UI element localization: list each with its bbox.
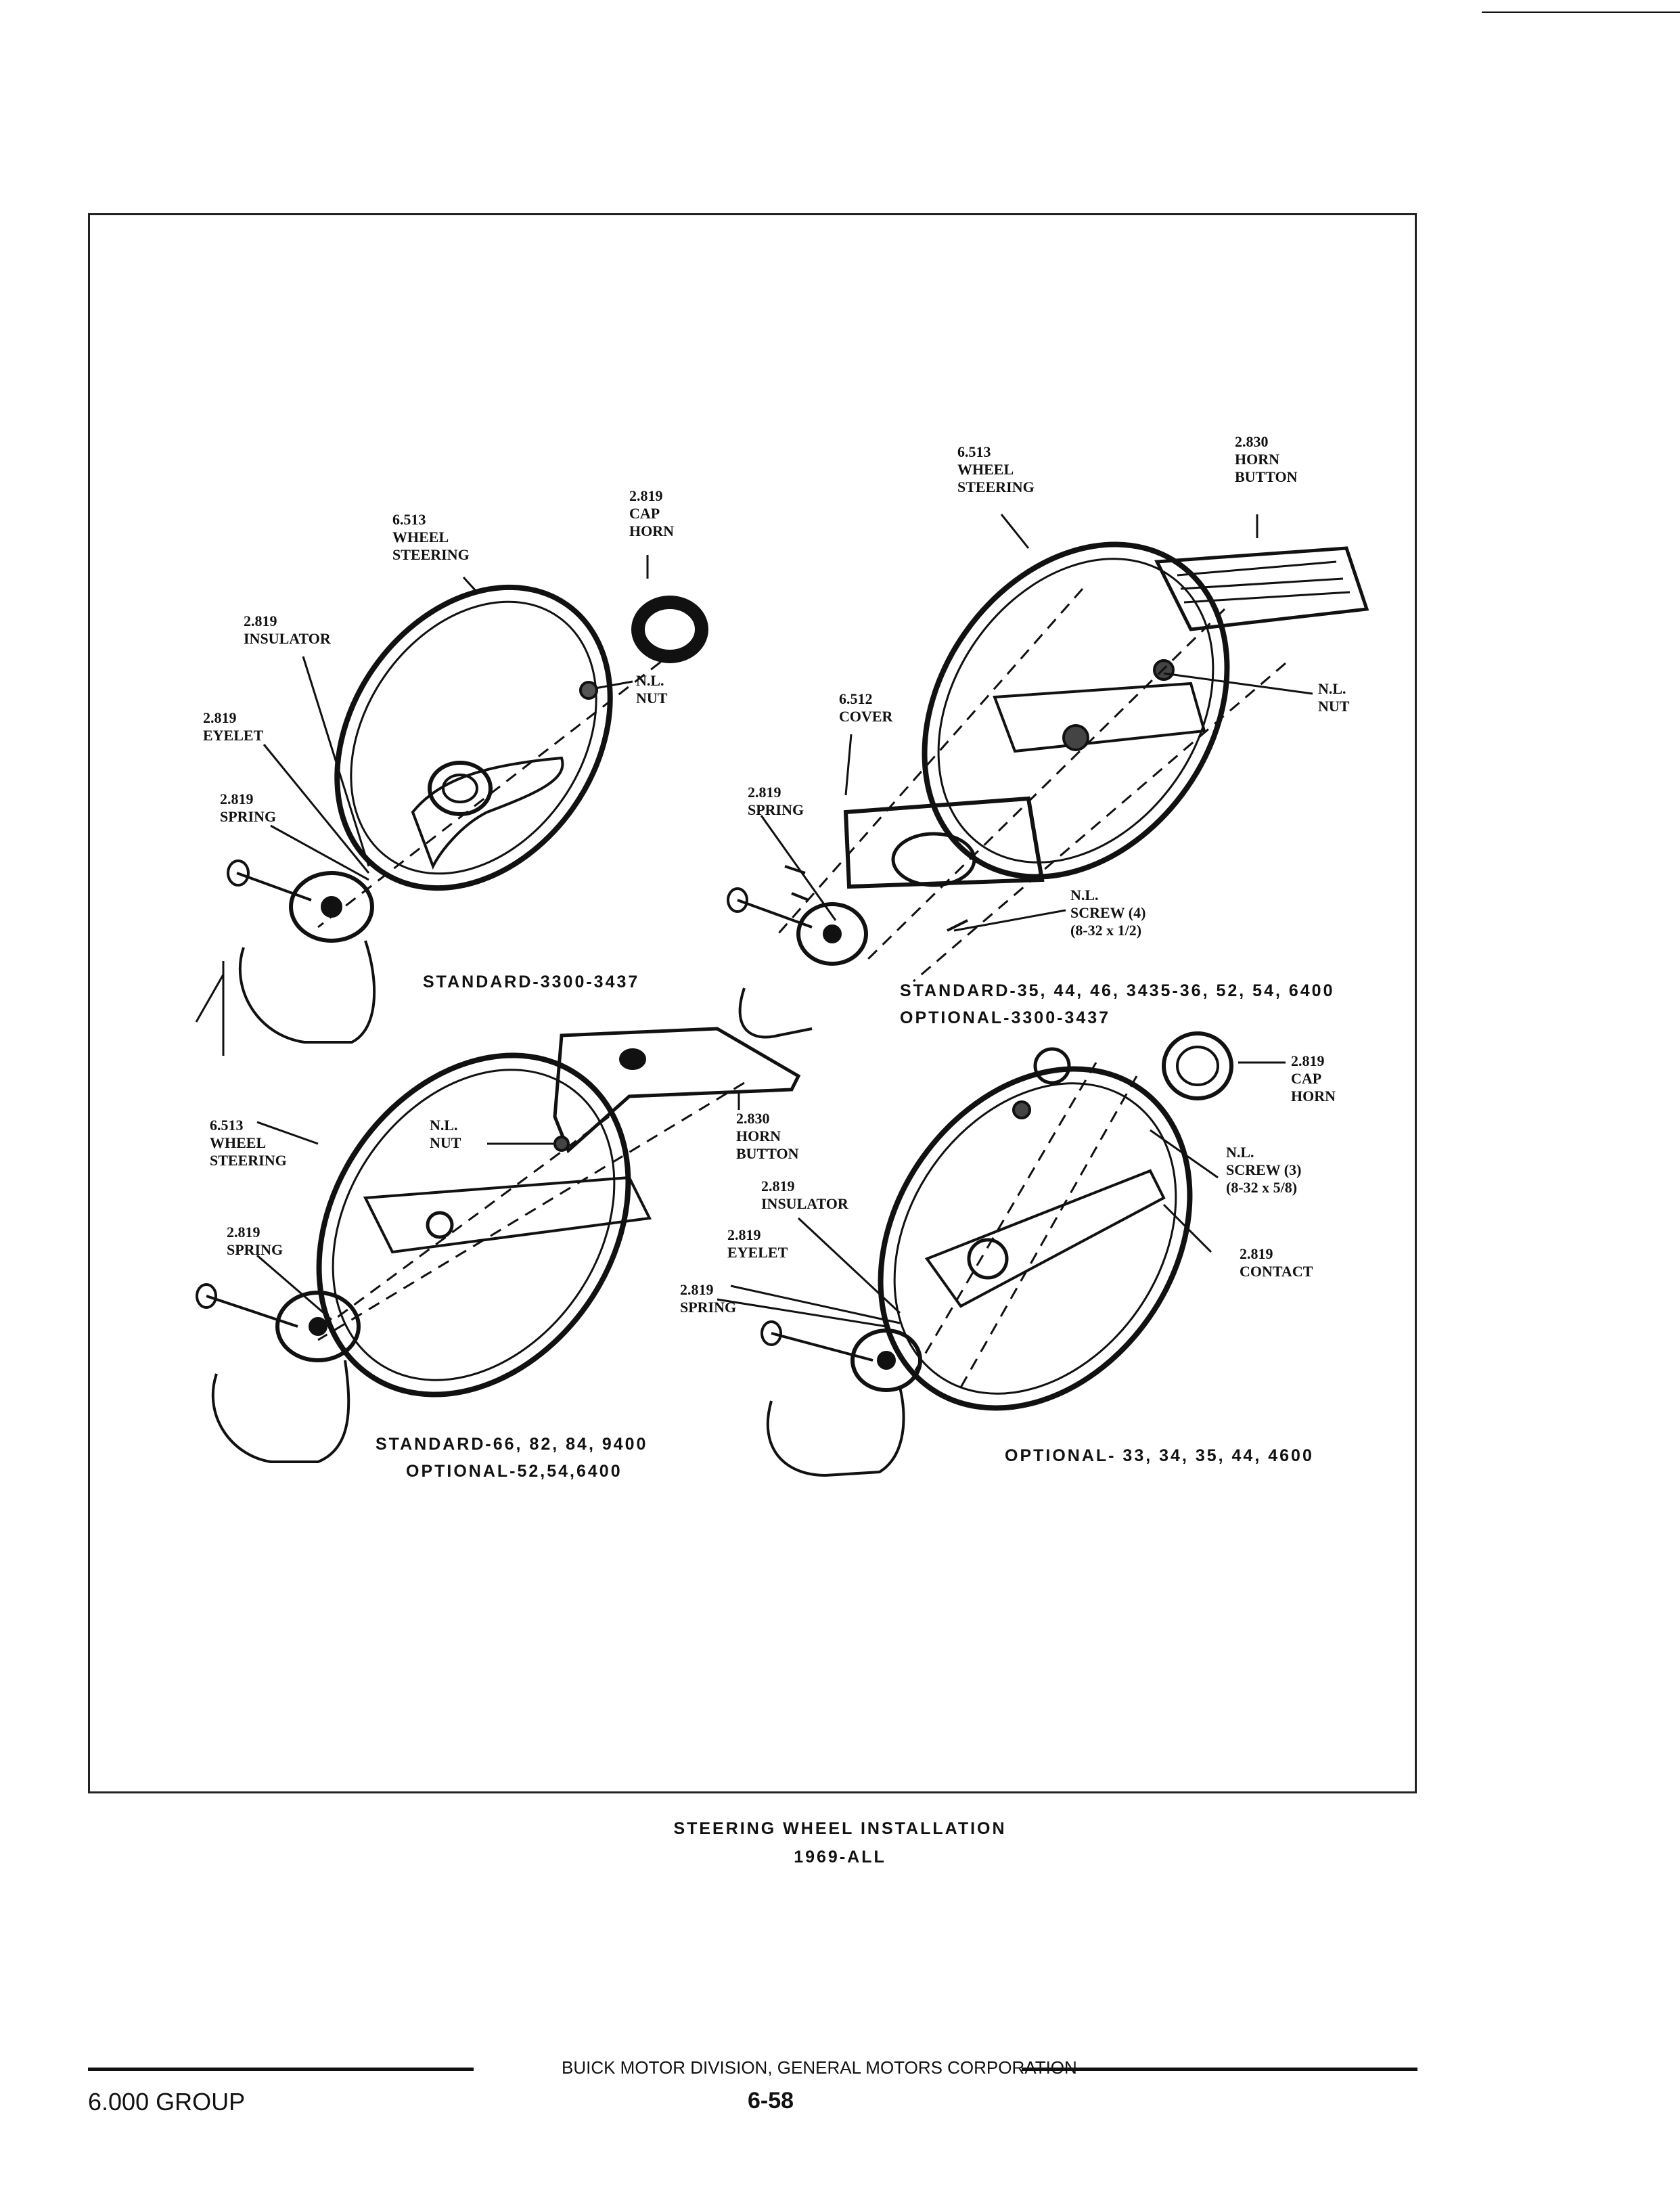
caption-bl-2: OPTIONAL-52,54,6400 [406,1462,622,1481]
assembly-top-left [195,584,708,1056]
label-bl-spring: 2.819 SPRING [227,1224,283,1258]
label-bl-spring2: 2.819 SPRING [680,1281,737,1316]
footer-group: 6.000 GROUP [88,2088,246,2116]
label-bl-nut: N.L. NUT [430,1117,461,1151]
label-tl-eyelet: 2.819 EYELET [203,709,264,744]
assembly-bottom-right [760,1031,1233,1477]
leaders-top-left [263,555,649,881]
footer-division: BUICK MOTOR DIVISION, GENERAL MOTORS COR… [562,2057,1077,2078]
label-tl-spring: 2.819 SPRING [220,790,277,825]
label-br-contact: 2.819 CONTACT [1240,1245,1313,1280]
label-bl-wheel: 6.513 WHEEL STEERING [210,1117,287,1169]
assembly-bottom-left [196,1027,801,1463]
figure-frame [88,213,1417,1793]
label-tl-cap: 2.819 CAP HORN [629,487,674,539]
footer-rule-left [88,2068,474,2071]
label-tr-spring: 2.819 SPRING [748,784,804,818]
caption-bl-1: STANDARD-66, 82, 84, 9400 [376,1435,648,1454]
label-bl-button: 2.830 HORN BUTTON [736,1110,799,1162]
caption-tr-2: OPTIONAL-3300-3437 [900,1008,1111,1027]
label-tr-nut: N.L. NUT [1318,680,1350,715]
label-bl-insulator: 2.819 INSULATOR [761,1178,848,1212]
footer-page-number: 6-58 [748,2088,794,2114]
label-tr-button: 2.830 HORN BUTTON [1235,433,1298,485]
label-tr-screw: N.L. SCREW (4) (8-32 x 1/2) [1070,887,1146,939]
label-tr-wheel: 6.513 WHEEL STEERING [957,443,1035,495]
leaders-bottom-right [1150,1061,1286,1253]
assembly-top-right [727,541,1369,1039]
caption-br-1: OPTIONAL- 33, 34, 35, 44, 4600 [1005,1446,1314,1465]
label-br-cap: 2.819 CAP HORN [1291,1052,1336,1104]
label-tl-wheel: 6.513 WHEEL STEERING [392,511,470,563]
figure-title: STEERING WHEEL INSTALLATION [673,1819,1007,1838]
caption-tr-1: STANDARD-35, 44, 46, 3435-36, 52, 54, 64… [900,981,1335,1000]
leaders-top-right [760,514,1313,932]
label-br-screw: N.L. SCREW (3) (8-32 x 5/8) [1226,1144,1302,1196]
footer-rule-right [1022,2068,1417,2071]
caption-tl-1: STANDARD-3300-3437 [423,973,640,991]
label-bl-eyelet: 2.819 EYELET [727,1226,788,1261]
label-tl-nut: N.L. NUT [636,672,668,707]
figure-subtitle: 1969-ALL [794,1848,886,1867]
label-tl-insulator: 2.819 INSULATOR [244,612,331,647]
label-tr-cover: 6.512 COVER [839,690,893,725]
